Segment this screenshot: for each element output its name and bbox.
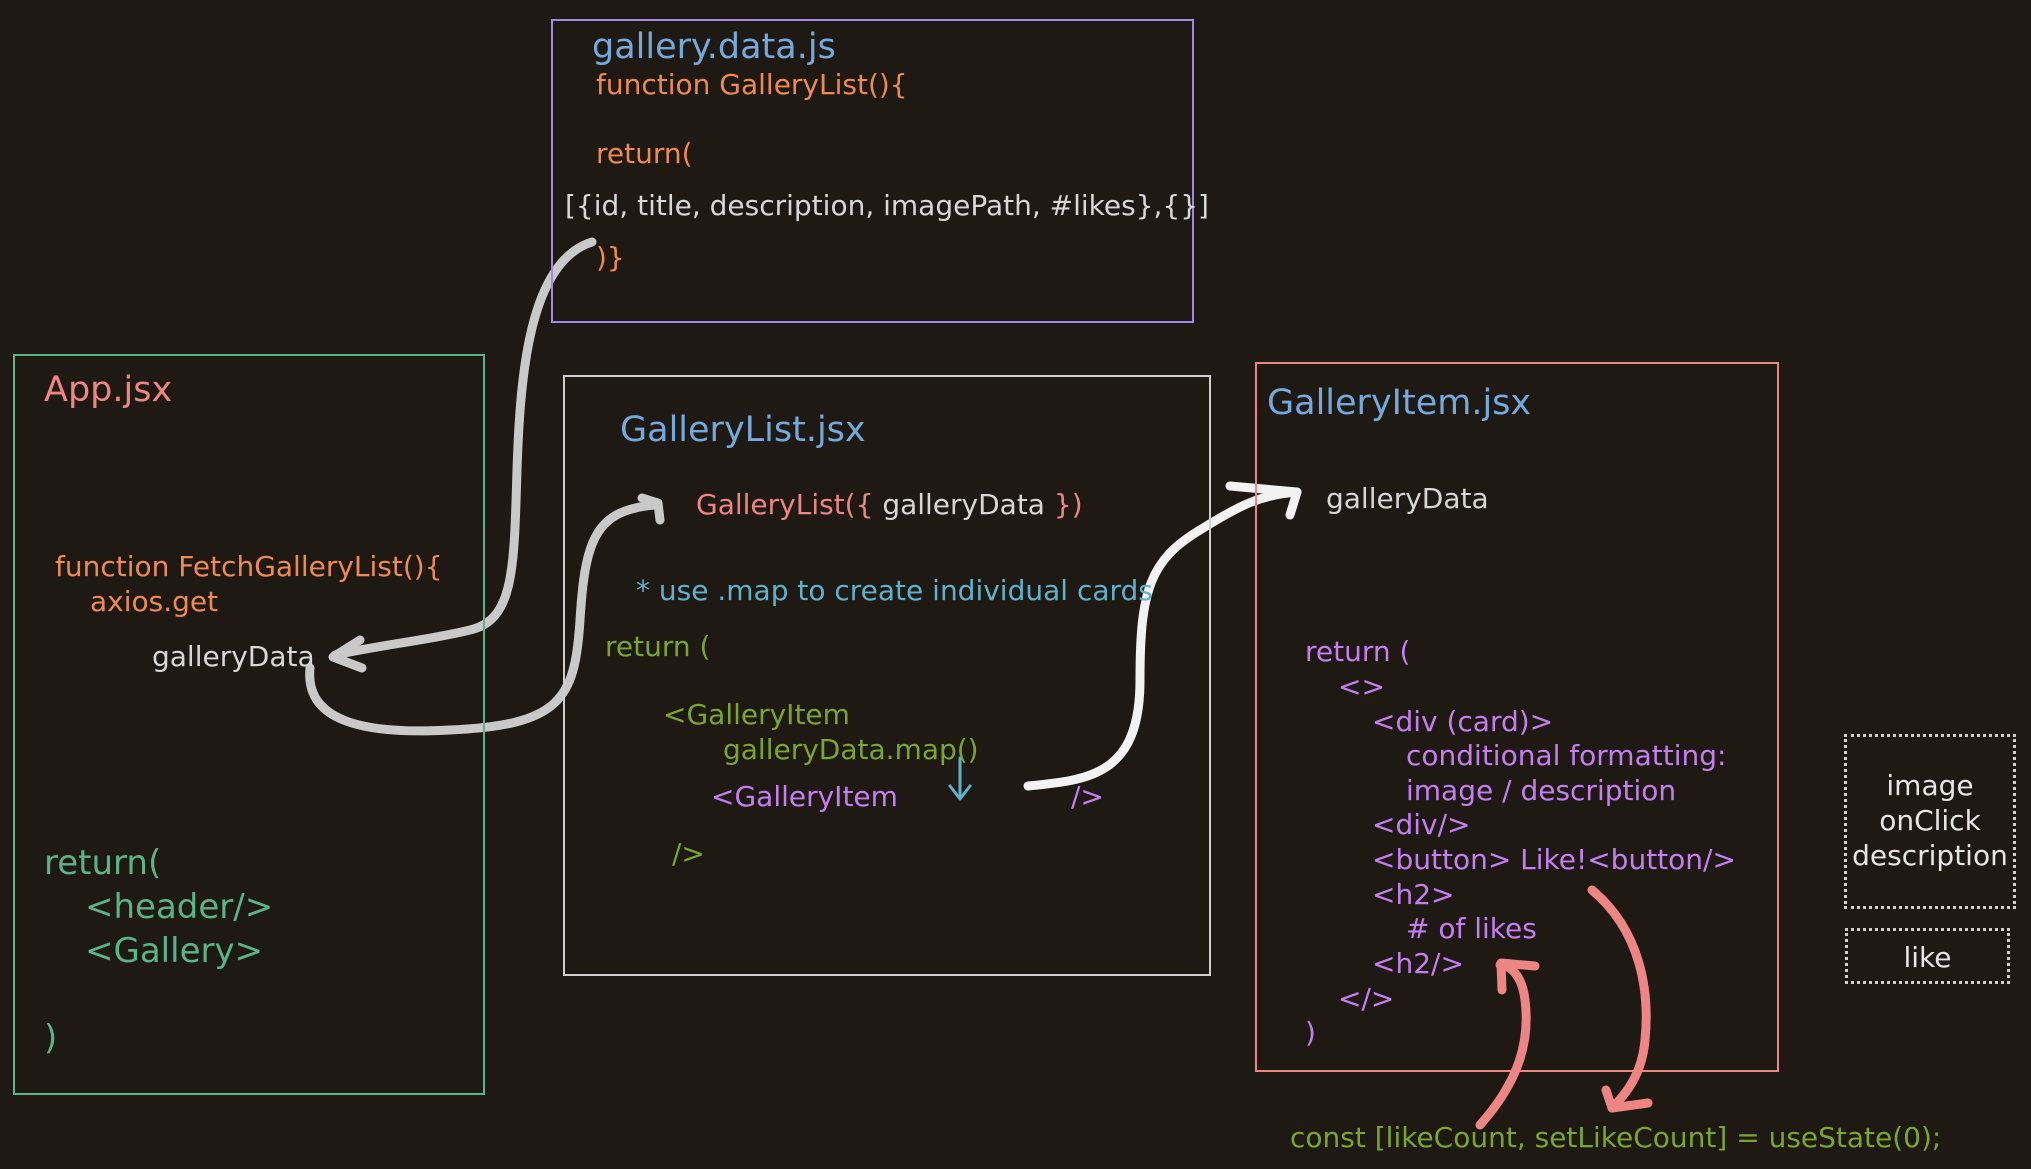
signature-open: GalleryList({ — [696, 488, 874, 521]
app-axios-get: axios.get — [90, 585, 219, 618]
app-header-tag: <header/> — [85, 887, 274, 927]
gallery-data-function: function GalleryList(){ — [596, 68, 908, 101]
side-note-like: like — [1903, 941, 1952, 974]
gallery-item-fragment-close: </> — [1338, 982, 1395, 1015]
gallery-item-return-close: ) — [1305, 1016, 1316, 1049]
side-note-image: image — [1886, 769, 1974, 802]
gallery-item-fragment-open: <> — [1338, 670, 1385, 703]
app-return-open: return( — [44, 843, 162, 883]
gallery-item-div-close: <div/> — [1372, 808, 1471, 841]
gallery-data-return: return( — [596, 137, 693, 170]
gallery-list-inner-close: /> — [1071, 780, 1104, 813]
gallery-item-title: GalleryItem.jsx — [1267, 383, 1532, 423]
gallery-list-signature: GalleryList({ galleryData }) — [696, 491, 1083, 519]
gallery-item-h2-close: <h2/> — [1372, 947, 1464, 980]
gallery-data-file-box — [551, 19, 1194, 323]
arrow-state-head — [1601, 1085, 1653, 1113]
app-title: App.jsx — [44, 370, 173, 410]
gallery-list-item-inner: <GalleryItem — [711, 780, 898, 813]
side-note-image-box: image onClick description — [1844, 734, 2016, 909]
gallery-list-map-call: galleryData.map() — [723, 733, 979, 766]
gallery-item-div-open: <div (card)> — [1372, 705, 1554, 738]
signature-close: }) — [1053, 488, 1083, 521]
gallery-item-cond-line2: image / description — [1406, 774, 1677, 807]
gallery-list-outer-close: /> — [672, 837, 705, 870]
gallery-list-item-open: <GalleryItem — [663, 698, 850, 731]
signature-param: galleryData — [882, 488, 1045, 521]
gallery-data-title: gallery.data.js — [592, 27, 836, 67]
gallery-list-comment: * use .map to create individual cards — [636, 574, 1153, 607]
gallery-list-file-box — [563, 375, 1211, 976]
gallery-item-likes: # of likes — [1406, 912, 1537, 945]
app-file-box — [13, 354, 485, 1095]
app-return-close: ) — [44, 1018, 58, 1058]
app-fetch-function: function FetchGalleryList(){ — [55, 550, 443, 583]
gallery-data-array: [{id, title, description, imagePath, #li… — [565, 189, 1209, 222]
gallery-item-button: <button> Like!<button/> — [1372, 843, 1736, 876]
gallery-list-title: GalleryList.jsx — [620, 410, 866, 450]
gallery-list-return: return ( — [605, 630, 711, 663]
app-gallery-data: galleryData — [152, 640, 315, 673]
gallery-data-close: )} — [596, 241, 625, 274]
gallery-item-cond-line1: conditional formatting: — [1406, 739, 1727, 772]
use-state-hook: const [likeCount, setLikeCount] = useSta… — [1290, 1121, 1942, 1154]
gallery-item-file-box — [1255, 362, 1779, 1072]
app-gallery-tag: <Gallery> — [85, 931, 264, 971]
side-note-description: description — [1852, 839, 2008, 872]
side-note-like-box: like — [1845, 928, 2010, 984]
gallery-item-prop: galleryData — [1326, 482, 1489, 515]
gallery-item-h2-open: <h2> — [1372, 878, 1455, 911]
gallery-item-return: return ( — [1305, 635, 1411, 668]
side-note-onclick: onClick — [1879, 804, 1981, 837]
